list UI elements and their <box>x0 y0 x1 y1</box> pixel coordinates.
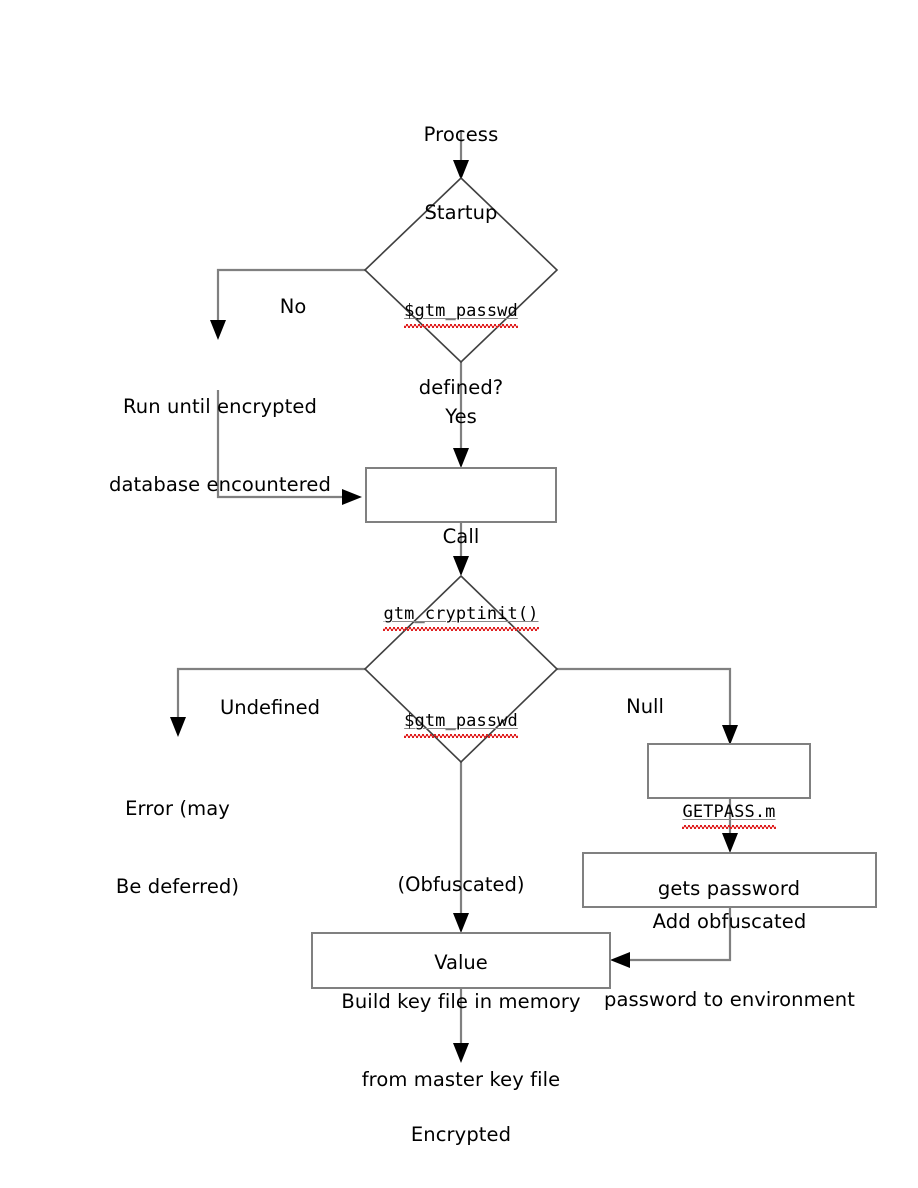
add-obfuscated-line-2: password to environment <box>603 988 856 1011</box>
process-getpass-gets-password <box>647 743 811 799</box>
end-line-1: Encrypted <box>410 1123 512 1146</box>
node-label-getpass: GETPASS.m gets password <box>648 748 810 954</box>
obfuscated-value-line-2: Value <box>434 951 488 974</box>
node-label-error: Error (may Be deferred) <box>75 744 280 952</box>
node-label-add-obfuscated: Add obfuscated password to environment <box>583 857 876 1065</box>
node-label-decision-defined: $gtm_passwd defined? <box>361 247 561 453</box>
run-until-line-1: Run until encrypted <box>123 395 317 418</box>
node-label-encrypted-database-operation: Encrypted database operation <box>331 1070 591 1188</box>
spellcheck-squiggle-gtm-passwd-2: $gtm_passwd <box>404 711 518 738</box>
decision-defined-line-1: $gtm_passwd <box>361 299 561 328</box>
arrowhead-undefined-branch <box>170 717 186 737</box>
arrowhead-yes-branch <box>453 448 469 468</box>
decision-gtm-passwd-defined <box>363 176 559 364</box>
node-label-decision-passwd: $gtm_passwd <box>361 657 561 785</box>
arrowhead-no-branch <box>210 320 226 340</box>
obfuscated-value-line-1: (Obfuscated) <box>397 873 525 896</box>
error-line-1: Error (may <box>125 797 230 820</box>
process-startup-line-2: Startup <box>424 201 498 224</box>
edge-run-until-to-call <box>216 390 345 499</box>
edge-null-branch <box>557 667 732 731</box>
process-call-gtm-cryptinit <box>365 467 557 523</box>
error-line-2: Be deferred) <box>115 875 240 898</box>
arrowhead-build-key-to-end <box>453 1043 469 1063</box>
process-startup-line-1: Process <box>423 123 499 146</box>
arrowhead-start-to-decision-defined <box>453 160 469 180</box>
getpass-line-1: GETPASS.m <box>648 800 810 829</box>
spellcheck-squiggle-gtm-cryptinit: gtm_cryptinit() <box>383 604 539 631</box>
process-add-obfuscated-password <box>582 852 877 908</box>
arrowhead-run-until-to-call <box>342 489 362 505</box>
edge-label-obfuscated-value: (Obfuscated) Value <box>361 820 561 1028</box>
edge-label-null: Null <box>626 695 664 718</box>
build-key-line-1: Build key file in memory <box>341 990 581 1013</box>
run-until-line-2: database encountered <box>109 473 331 496</box>
arrowhead-add-obfuscated-to-build-key <box>610 952 630 968</box>
spellcheck-squiggle-getpass: GETPASS.m <box>682 802 776 829</box>
decision-passwd-line-1: $gtm_passwd <box>361 709 561 738</box>
getpass-line-2: gets password <box>657 877 801 900</box>
arrowhead-null-branch <box>722 725 738 745</box>
node-label-call-gtm-cryptinit: Call gtm_cryptinit() <box>366 472 556 678</box>
add-obfuscated-line-1: Add obfuscated <box>652 910 807 933</box>
edge-add-obfuscated-to-build-key <box>627 907 732 962</box>
edge-label-undefined: Undefined <box>219 696 321 719</box>
node-label-run-until-encrypted: Run until encrypted database encountered <box>90 342 350 550</box>
call-line-2: gtm_cryptinit() <box>366 602 556 631</box>
arrowhead-call-to-decision-passwd <box>453 556 469 576</box>
edge-undefined-branch <box>176 667 365 722</box>
process-build-key-file <box>311 932 611 989</box>
edge-no-branch <box>216 268 365 325</box>
decision-defined-line-2: defined? <box>418 376 504 399</box>
decision-gtm-passwd-value <box>363 574 559 764</box>
spellcheck-squiggle-gtm-passwd-1: $gtm_passwd <box>404 301 518 328</box>
arrowhead-getpass-to-add-obfuscated <box>722 833 738 853</box>
edge-label-yes: Yes <box>445 405 477 428</box>
build-key-line-2: from master key file <box>361 1068 561 1091</box>
edge-label-no: No <box>279 295 307 318</box>
node-label-process-startup: Process Startup <box>361 70 561 278</box>
arrowhead-obfuscated-value-branch <box>453 913 469 933</box>
node-label-build-key-file: Build key file in memory from master key… <box>312 937 610 1145</box>
call-line-1: Call <box>442 525 480 548</box>
